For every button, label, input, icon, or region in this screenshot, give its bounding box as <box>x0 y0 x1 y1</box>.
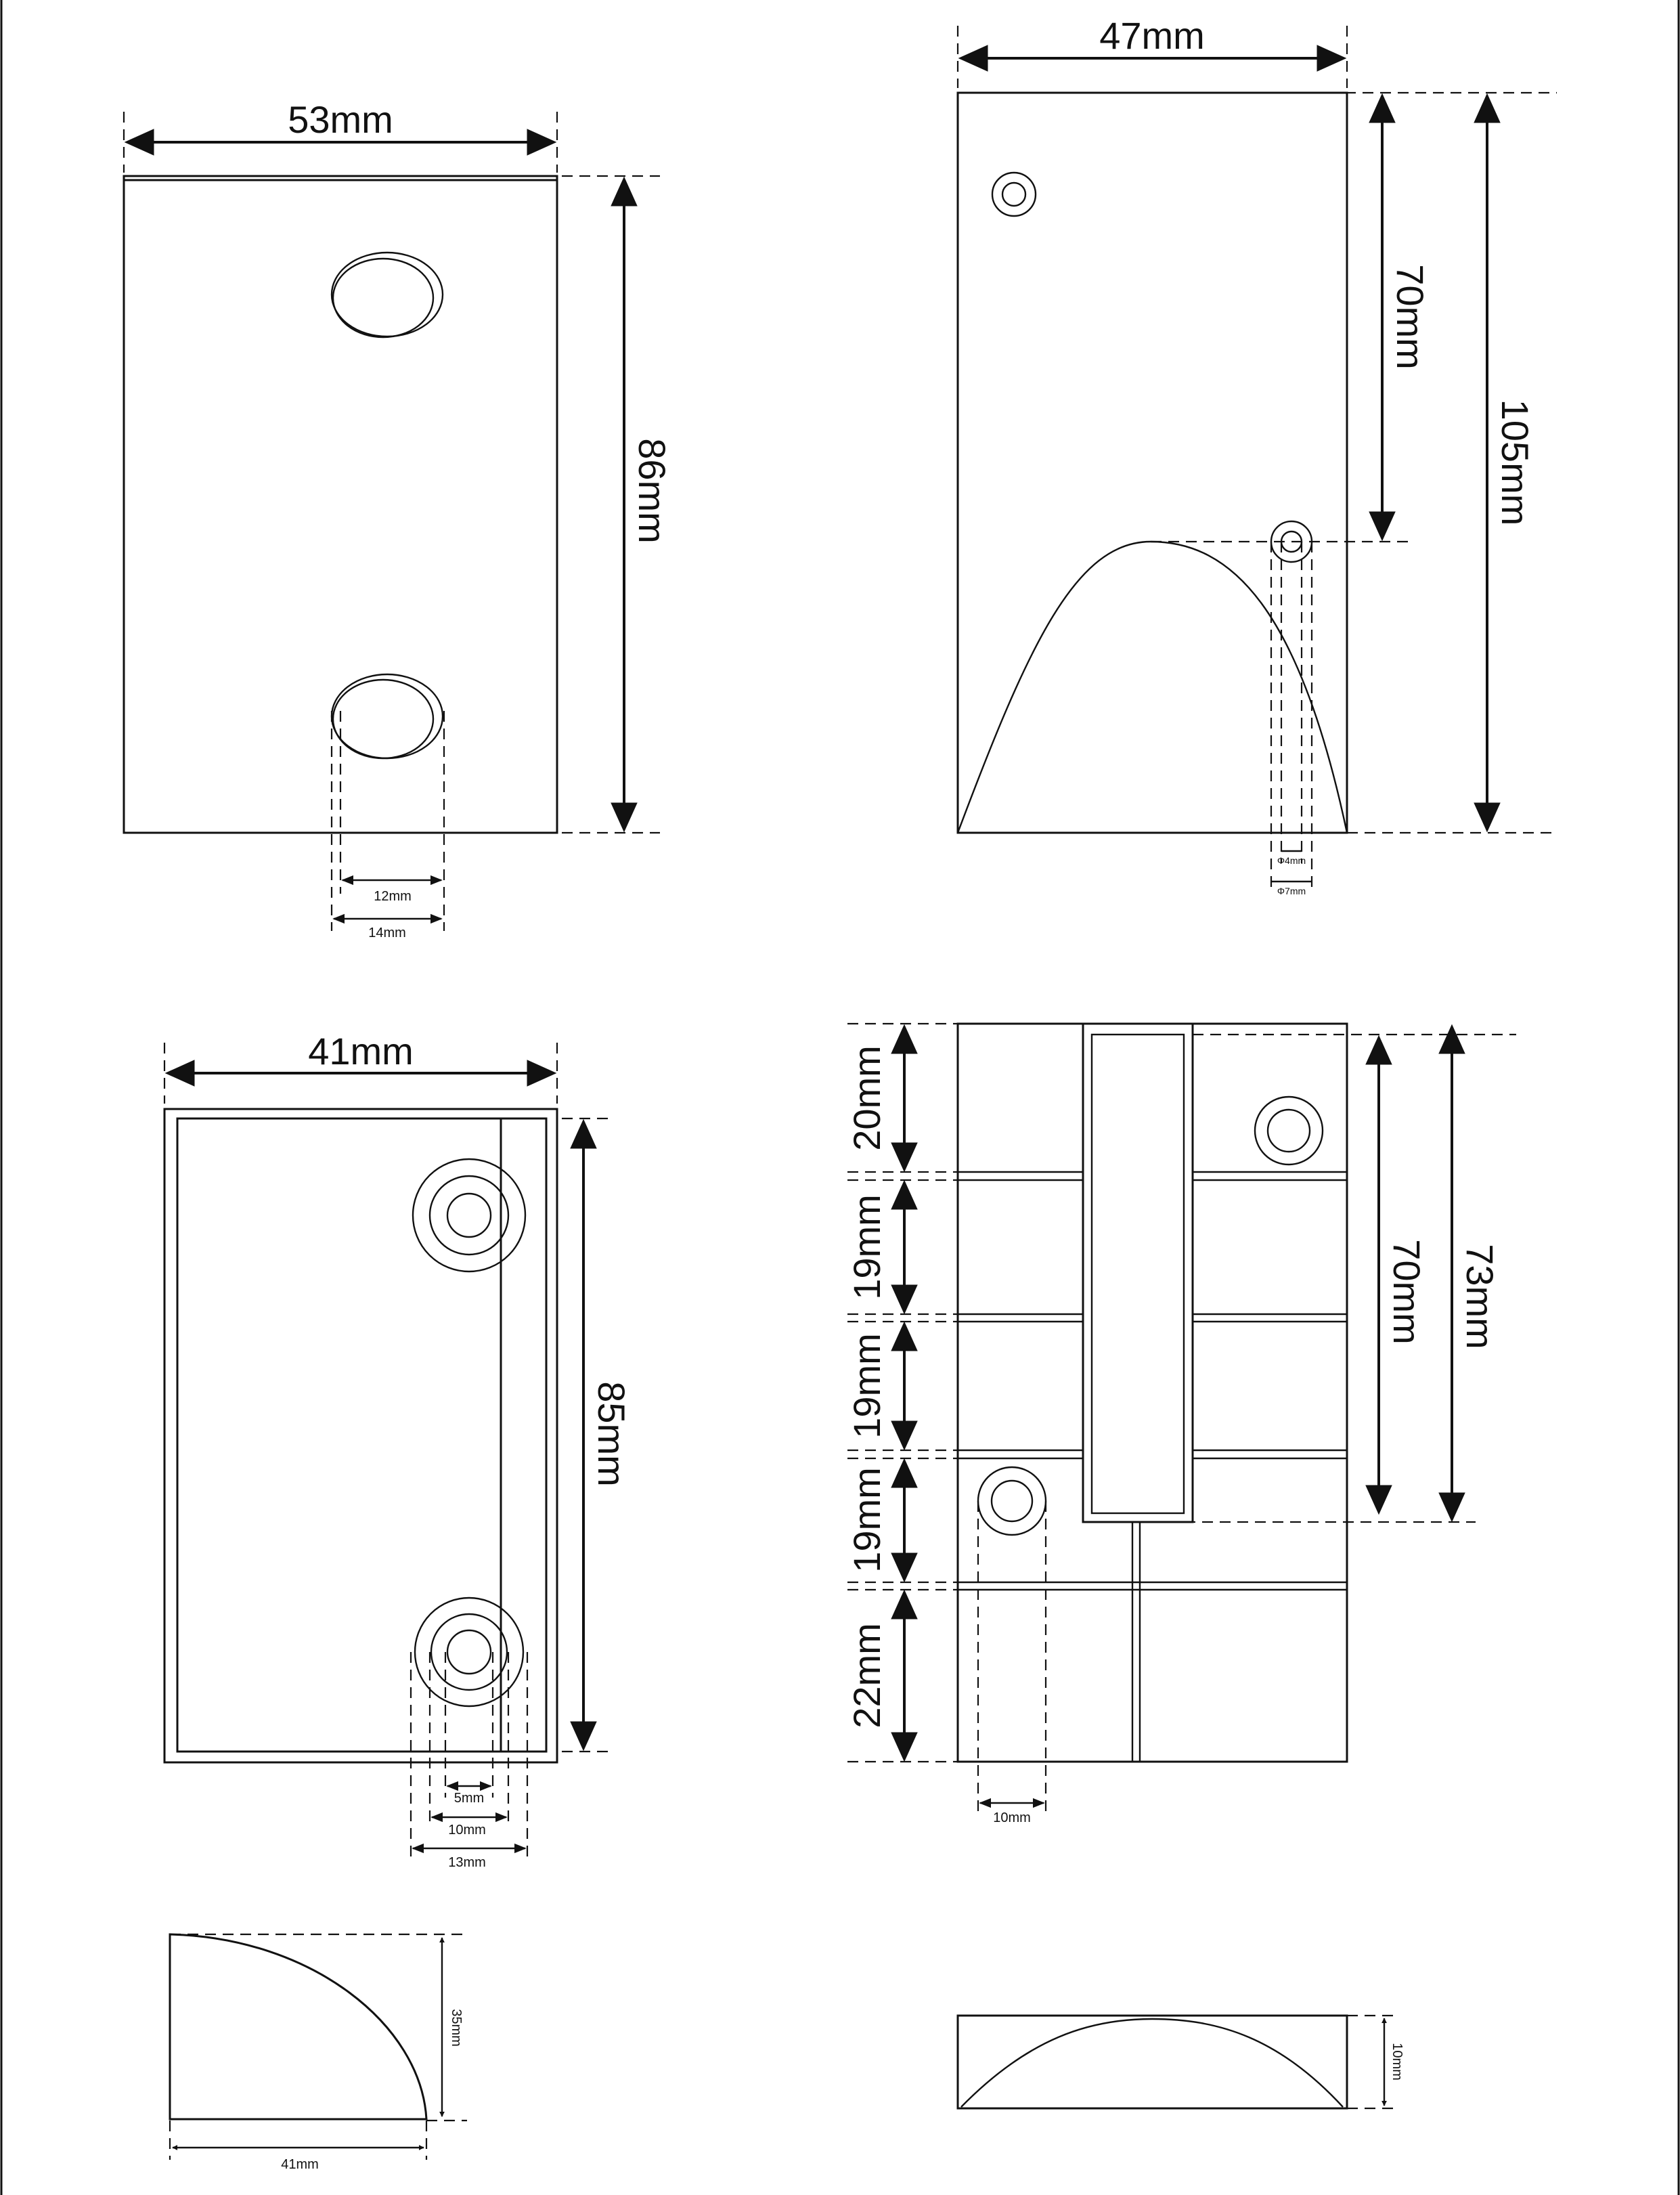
top-profile-body <box>956 2014 1348 2110</box>
mount-span-label: 70mm <box>1386 1239 1428 1345</box>
side-view: Φ4mm Φ7mm 47mm 70mm 105mm <box>956 14 1557 896</box>
hole-outer-label: 13mm <box>448 1855 486 1870</box>
arc-profile-view: 35mm 41mm <box>169 1933 467 2172</box>
hole-inner-label: 12mm <box>374 889 412 904</box>
width-label: 41mm <box>281 2157 319 2172</box>
height-label: 85mm <box>590 1381 633 1487</box>
hole-outer-label: Φ7mm <box>1277 886 1306 896</box>
row1-label: 20mm <box>845 1045 888 1151</box>
hole-inner-label: 5mm <box>454 1791 484 1806</box>
lower-mount-boss <box>414 1596 525 1708</box>
front-view-body <box>123 175 558 834</box>
row3-label: 19mm <box>845 1333 888 1439</box>
side-curve <box>956 540 1348 833</box>
lower-grid-hole <box>977 1466 1047 1536</box>
row4-label: 19mm <box>845 1467 888 1573</box>
depth-view: 41mm 85mm 5mm 10mm 13mm <box>163 1030 633 1870</box>
height-label: 105mm <box>1494 399 1537 526</box>
hole-inner-label: Φ4mm <box>1277 855 1306 866</box>
depth-view-body <box>163 1108 558 1764</box>
width-label: 41mm <box>308 1030 414 1072</box>
arc-profile-shape <box>169 1933 428 2121</box>
width-label: 47mm <box>1099 14 1205 57</box>
front-view: 53mm 86mm 12mm 14mm <box>123 98 673 940</box>
row5-label: 22mm <box>845 1623 888 1729</box>
hole-height-label: 70mm <box>1389 264 1432 370</box>
row2-label: 19mm <box>845 1194 888 1300</box>
hole-outer-label: 14mm <box>368 926 406 940</box>
total-label: 73mm <box>1459 1244 1501 1349</box>
side-view-body <box>956 91 1348 834</box>
mounting-bracket <box>1082 1022 1194 1523</box>
upper-screw-hole <box>991 171 1037 217</box>
height-label: 35mm <box>449 2009 464 2047</box>
height-label: 86mm <box>631 438 673 544</box>
hole-width-label: 10mm <box>993 1810 1031 1825</box>
upper-mount-boss <box>412 1158 527 1273</box>
height-label: 10mm <box>1390 2043 1405 2081</box>
width-label: 53mm <box>288 98 393 141</box>
hole-mid-label: 10mm <box>448 1823 486 1838</box>
top-profile-view: 10mm <box>956 2014 1405 2110</box>
upper-grid-hole <box>1254 1095 1324 1166</box>
lower-oval-hole <box>330 673 444 760</box>
upper-oval-hole <box>330 251 444 338</box>
top-profile-curve <box>960 2018 1344 2108</box>
wall-grid-view: 10mm 20mm 19mm 19mm 19mm 22mm 70mm 73mm <box>845 1022 1516 1825</box>
